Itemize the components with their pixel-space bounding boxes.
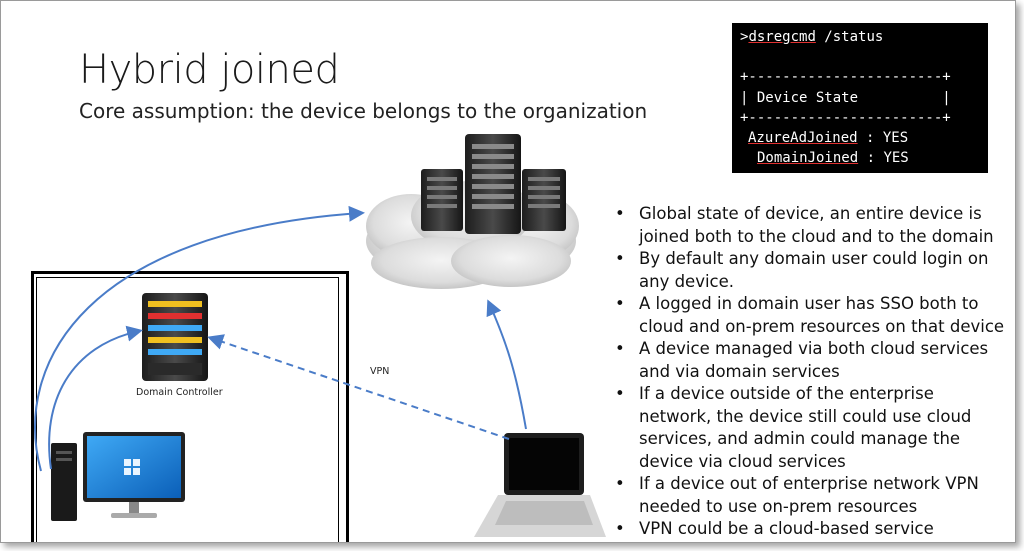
table-border-top: +-----------------------+ [740, 69, 951, 85]
bullet-icon: • [615, 204, 625, 223]
enterprise-network-boundary [31, 271, 349, 542]
laptop-to-cloud-arrow [486, 299, 527, 430]
bullet-icon: • [615, 249, 625, 268]
cloud-servers-icon [366, 134, 579, 289]
bullet-text: If a device out of enterprise network VP… [639, 474, 979, 516]
connection-arrows [34, 205, 527, 472]
vpn-label: VPN [370, 366, 390, 377]
bullet-icon: • [615, 294, 625, 313]
status-value: YES [883, 150, 909, 166]
command-line: >dsregcmd /status [740, 29, 883, 45]
bullet-icon: • [615, 339, 625, 358]
command-name: dsregcmd [748, 29, 816, 45]
bullet-item: • A logged in domain user has SSO both to… [613, 293, 1008, 338]
vpn-arrow [207, 334, 510, 440]
status-row-domain: DomainJoined : YES [757, 150, 909, 166]
slide: Hybrid joined Core assumption: the devic… [0, 0, 1016, 543]
domain-controller-label: Domain Controller [136, 387, 223, 398]
bullet-icon: • [615, 519, 625, 538]
bullet-item: • If a device outside of the enterprise n… [613, 383, 1008, 473]
diagram-graphics [34, 134, 606, 537]
status-key: DomainJoined [757, 150, 859, 166]
status-value: YES [882, 130, 909, 146]
status-row-azuread: AzureAdJoined : YES [748, 130, 908, 146]
domain-controller-server-icon [142, 293, 208, 381]
bullet-item: • VPN could be a cloud-based service [613, 518, 1008, 541]
bullet-list: • Global state of device, an entire devic… [613, 203, 1008, 541]
slide-title: Hybrid joined [79, 47, 340, 93]
prompt: > [740, 29, 749, 45]
status-sep: : [858, 150, 884, 166]
desktop-to-dc-arrow [48, 325, 143, 470]
bullet-text: VPN could be a cloud-based service [639, 519, 934, 538]
bullet-item: • By default any domain user could login … [613, 248, 1008, 293]
bullet-icon: • [615, 384, 625, 403]
table-header: | Device State | [740, 90, 951, 106]
status-key: AzureAdJoined [748, 130, 858, 146]
bullet-text: Global state of device, an entire device… [639, 204, 994, 246]
laptop-icon [474, 433, 606, 537]
bullet-item: • A device managed via both cloud service… [613, 338, 1008, 383]
bullet-text: If a device outside of the enterprise ne… [639, 384, 972, 471]
desktop-computer-icon [51, 432, 185, 521]
table-border-mid: +-----------------------+ [740, 110, 951, 126]
command-args: /status [815, 29, 884, 45]
bullet-icon: • [615, 474, 625, 493]
bullet-text: By default any domain user could login o… [639, 249, 989, 291]
bullet-item: • Global state of device, an entire devic… [613, 203, 1008, 248]
slide-subtitle: Core assumption: the device belongs to t… [79, 99, 648, 123]
desktop-to-cloud-arrow [34, 205, 365, 472]
bullet-text: A device managed via both cloud services… [639, 339, 989, 381]
status-sep: : [857, 130, 883, 146]
dsregcmd-output: >dsregcmd /status +---------------------… [732, 23, 988, 173]
bullet-text: A logged in domain user has SSO both to … [639, 294, 1005, 336]
bullet-item: • If a device out of enterprise network V… [613, 473, 1008, 518]
